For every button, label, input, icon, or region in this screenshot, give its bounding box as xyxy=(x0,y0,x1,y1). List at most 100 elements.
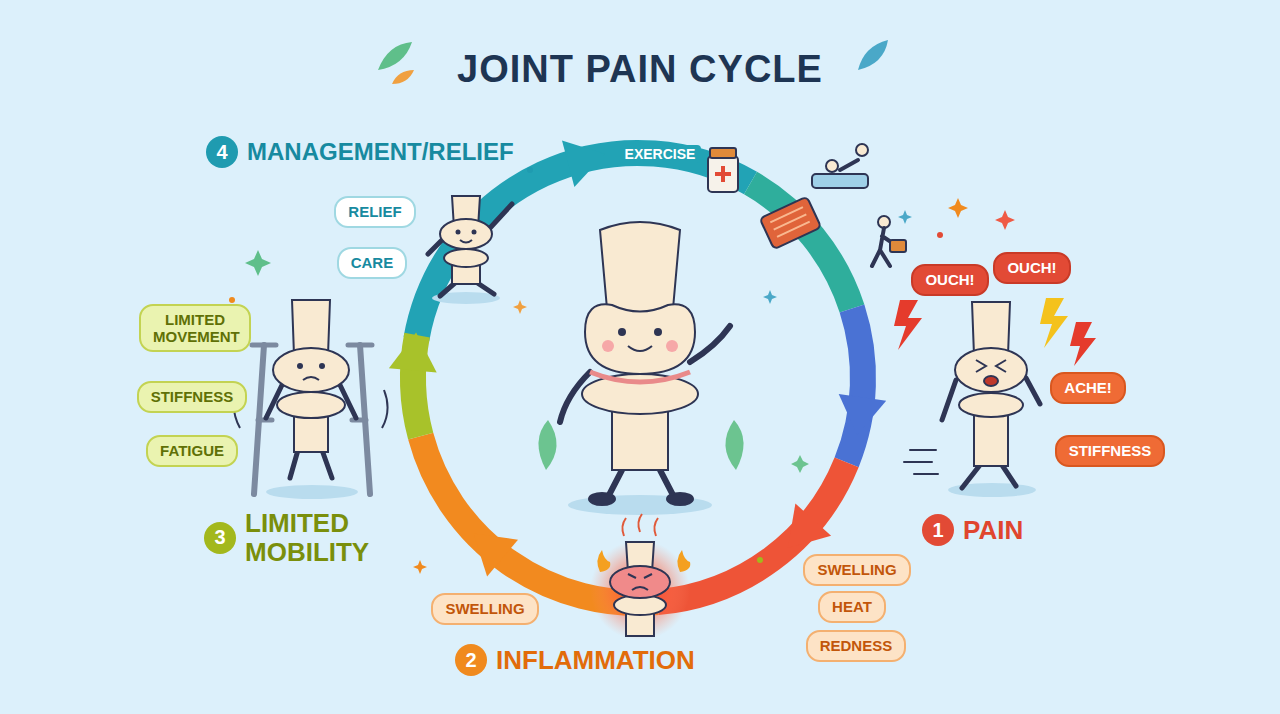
central-joint-mascot xyxy=(628,346,652,351)
tag-text: REDNESS xyxy=(820,637,893,654)
inflamed-joint-figure xyxy=(610,566,670,598)
symptom-tag: RELIEF xyxy=(334,196,415,227)
symptom-tag: SWELLING xyxy=(803,554,910,585)
stretching-joint-figure xyxy=(456,230,461,235)
crutch-joint-figure xyxy=(234,390,388,428)
step-heading: LIMITED MOBILITY xyxy=(245,509,410,566)
crutch-joint-figure xyxy=(290,450,332,478)
sparkle-decoration xyxy=(513,300,527,314)
diagram-title: JOINT PAIN CYCLE xyxy=(0,48,1280,91)
sparkle-decoration xyxy=(527,167,533,173)
crutch-joint-figure xyxy=(273,348,349,392)
symptom-tag: OUCH! xyxy=(911,264,988,295)
leaf-decoration xyxy=(378,40,888,470)
pain-joint-figure xyxy=(955,348,1027,392)
step-number: 3 xyxy=(204,522,236,554)
stretching-joint-figure xyxy=(444,249,488,267)
pain-joint-figure xyxy=(904,302,1040,497)
heating-pad-icon xyxy=(760,197,821,250)
stretching-joint-figure xyxy=(428,196,512,304)
tag-text: CARE xyxy=(351,254,394,271)
sparkle-decoration xyxy=(948,198,968,218)
tag-text: RELIEF xyxy=(348,203,401,220)
sparkle-decoration xyxy=(995,210,1015,230)
lightning-symbol xyxy=(894,298,1096,366)
therapy-people-icon xyxy=(856,144,868,156)
central-joint-mascot xyxy=(654,328,662,336)
leaf-decoration xyxy=(858,40,888,70)
cycle-arc xyxy=(847,309,863,463)
step-number: 4 xyxy=(206,136,238,168)
cycle-arrowhead xyxy=(788,504,831,548)
central-joint-mascot xyxy=(602,340,614,352)
crutch-joint-figure xyxy=(297,363,303,369)
tag-text: OUCH! xyxy=(925,271,974,288)
cycle-arrowhead xyxy=(839,394,887,435)
symptom-tag: STIFFNESS xyxy=(137,381,248,412)
cycle-arc xyxy=(416,153,750,339)
step-heading: INFLAMMATION xyxy=(496,646,695,675)
therapy-people-icon xyxy=(812,174,868,188)
medicine-bottle-icon xyxy=(708,148,738,192)
symptom-tag: SWELLING xyxy=(431,593,538,624)
crutch-joint-figure xyxy=(266,485,358,499)
symptom-tag: ACHE! xyxy=(1050,372,1126,403)
central-joint-mascot xyxy=(560,222,730,515)
tag-text: STIFFNESS xyxy=(151,388,234,405)
lightning-symbol xyxy=(1070,322,1096,366)
symptom-tag: REDNESS xyxy=(806,630,907,661)
lightning-symbol xyxy=(894,300,922,350)
pain-joint-figure xyxy=(904,450,938,474)
sparkle-decoration xyxy=(791,455,809,473)
central-joint-mascot xyxy=(666,340,678,352)
inflamed-joint-figure xyxy=(677,550,690,572)
pain-joint-figure xyxy=(959,393,1023,417)
inflamed-joint-figure xyxy=(622,514,658,536)
therapy-people-icon xyxy=(890,240,906,252)
sparkle-decoration xyxy=(229,167,1015,574)
arc-label: EXERCISE xyxy=(619,145,702,163)
sparkle-decoration xyxy=(757,557,763,563)
therapy-people-icon xyxy=(812,144,906,266)
symptom-tag: HEAT xyxy=(818,591,886,622)
inflamed-joint-figure xyxy=(628,574,652,578)
medicine-bottle-icon xyxy=(715,166,731,182)
heating-pad-icon xyxy=(770,207,809,237)
medicine-bottle-icon xyxy=(710,148,736,158)
tag-text: SWELLING xyxy=(445,600,524,617)
stage-heading: 1PAIN xyxy=(922,514,1023,546)
leaf-decoration xyxy=(725,420,743,470)
cycle-ring xyxy=(389,141,886,603)
central-joint-mascot xyxy=(589,493,615,505)
stage-heading: 3 LIMITED MOBILITY xyxy=(204,509,410,566)
sparkle-decoration xyxy=(763,290,777,304)
heating-pad-icon xyxy=(760,197,821,250)
cycle-arc xyxy=(751,183,853,308)
pain-joint-figure xyxy=(984,376,998,386)
tag-text: FATIGUE xyxy=(160,442,224,459)
pain-joint-figure xyxy=(976,360,1006,372)
sparkle-decoration xyxy=(229,297,235,303)
tag-text: OUCH! xyxy=(1007,259,1056,276)
stage-heading: 4 MANAGEMENT/RELIEF xyxy=(206,136,514,168)
symptom-tag: OUCH! xyxy=(993,252,1070,283)
crutch-joint-figure xyxy=(303,377,319,380)
sparkle-decoration xyxy=(937,232,943,238)
symptom-tag: STIFFNESS xyxy=(1055,435,1166,466)
medicine-bottle-icon xyxy=(708,156,738,192)
stage-heading: 2INFLAMMATION xyxy=(455,644,695,676)
step-number: 1 xyxy=(922,514,954,546)
stretching-joint-figure xyxy=(460,240,472,243)
tag-text: HEAT xyxy=(832,598,872,615)
symptom-tag: CARE xyxy=(337,247,408,278)
tag-text: LIMITED MOVEMENT xyxy=(153,311,240,345)
inflamed-joint-figure xyxy=(632,587,648,590)
lightning-symbol xyxy=(1040,298,1068,348)
crutch-joint-figure xyxy=(277,392,345,418)
central-joint-mascot xyxy=(585,304,695,374)
symptom-tag: LIMITED MOVEMENT xyxy=(139,304,251,353)
step-heading: MANAGEMENT/RELIEF xyxy=(247,139,514,165)
inflamed-joint-figure xyxy=(590,514,690,640)
